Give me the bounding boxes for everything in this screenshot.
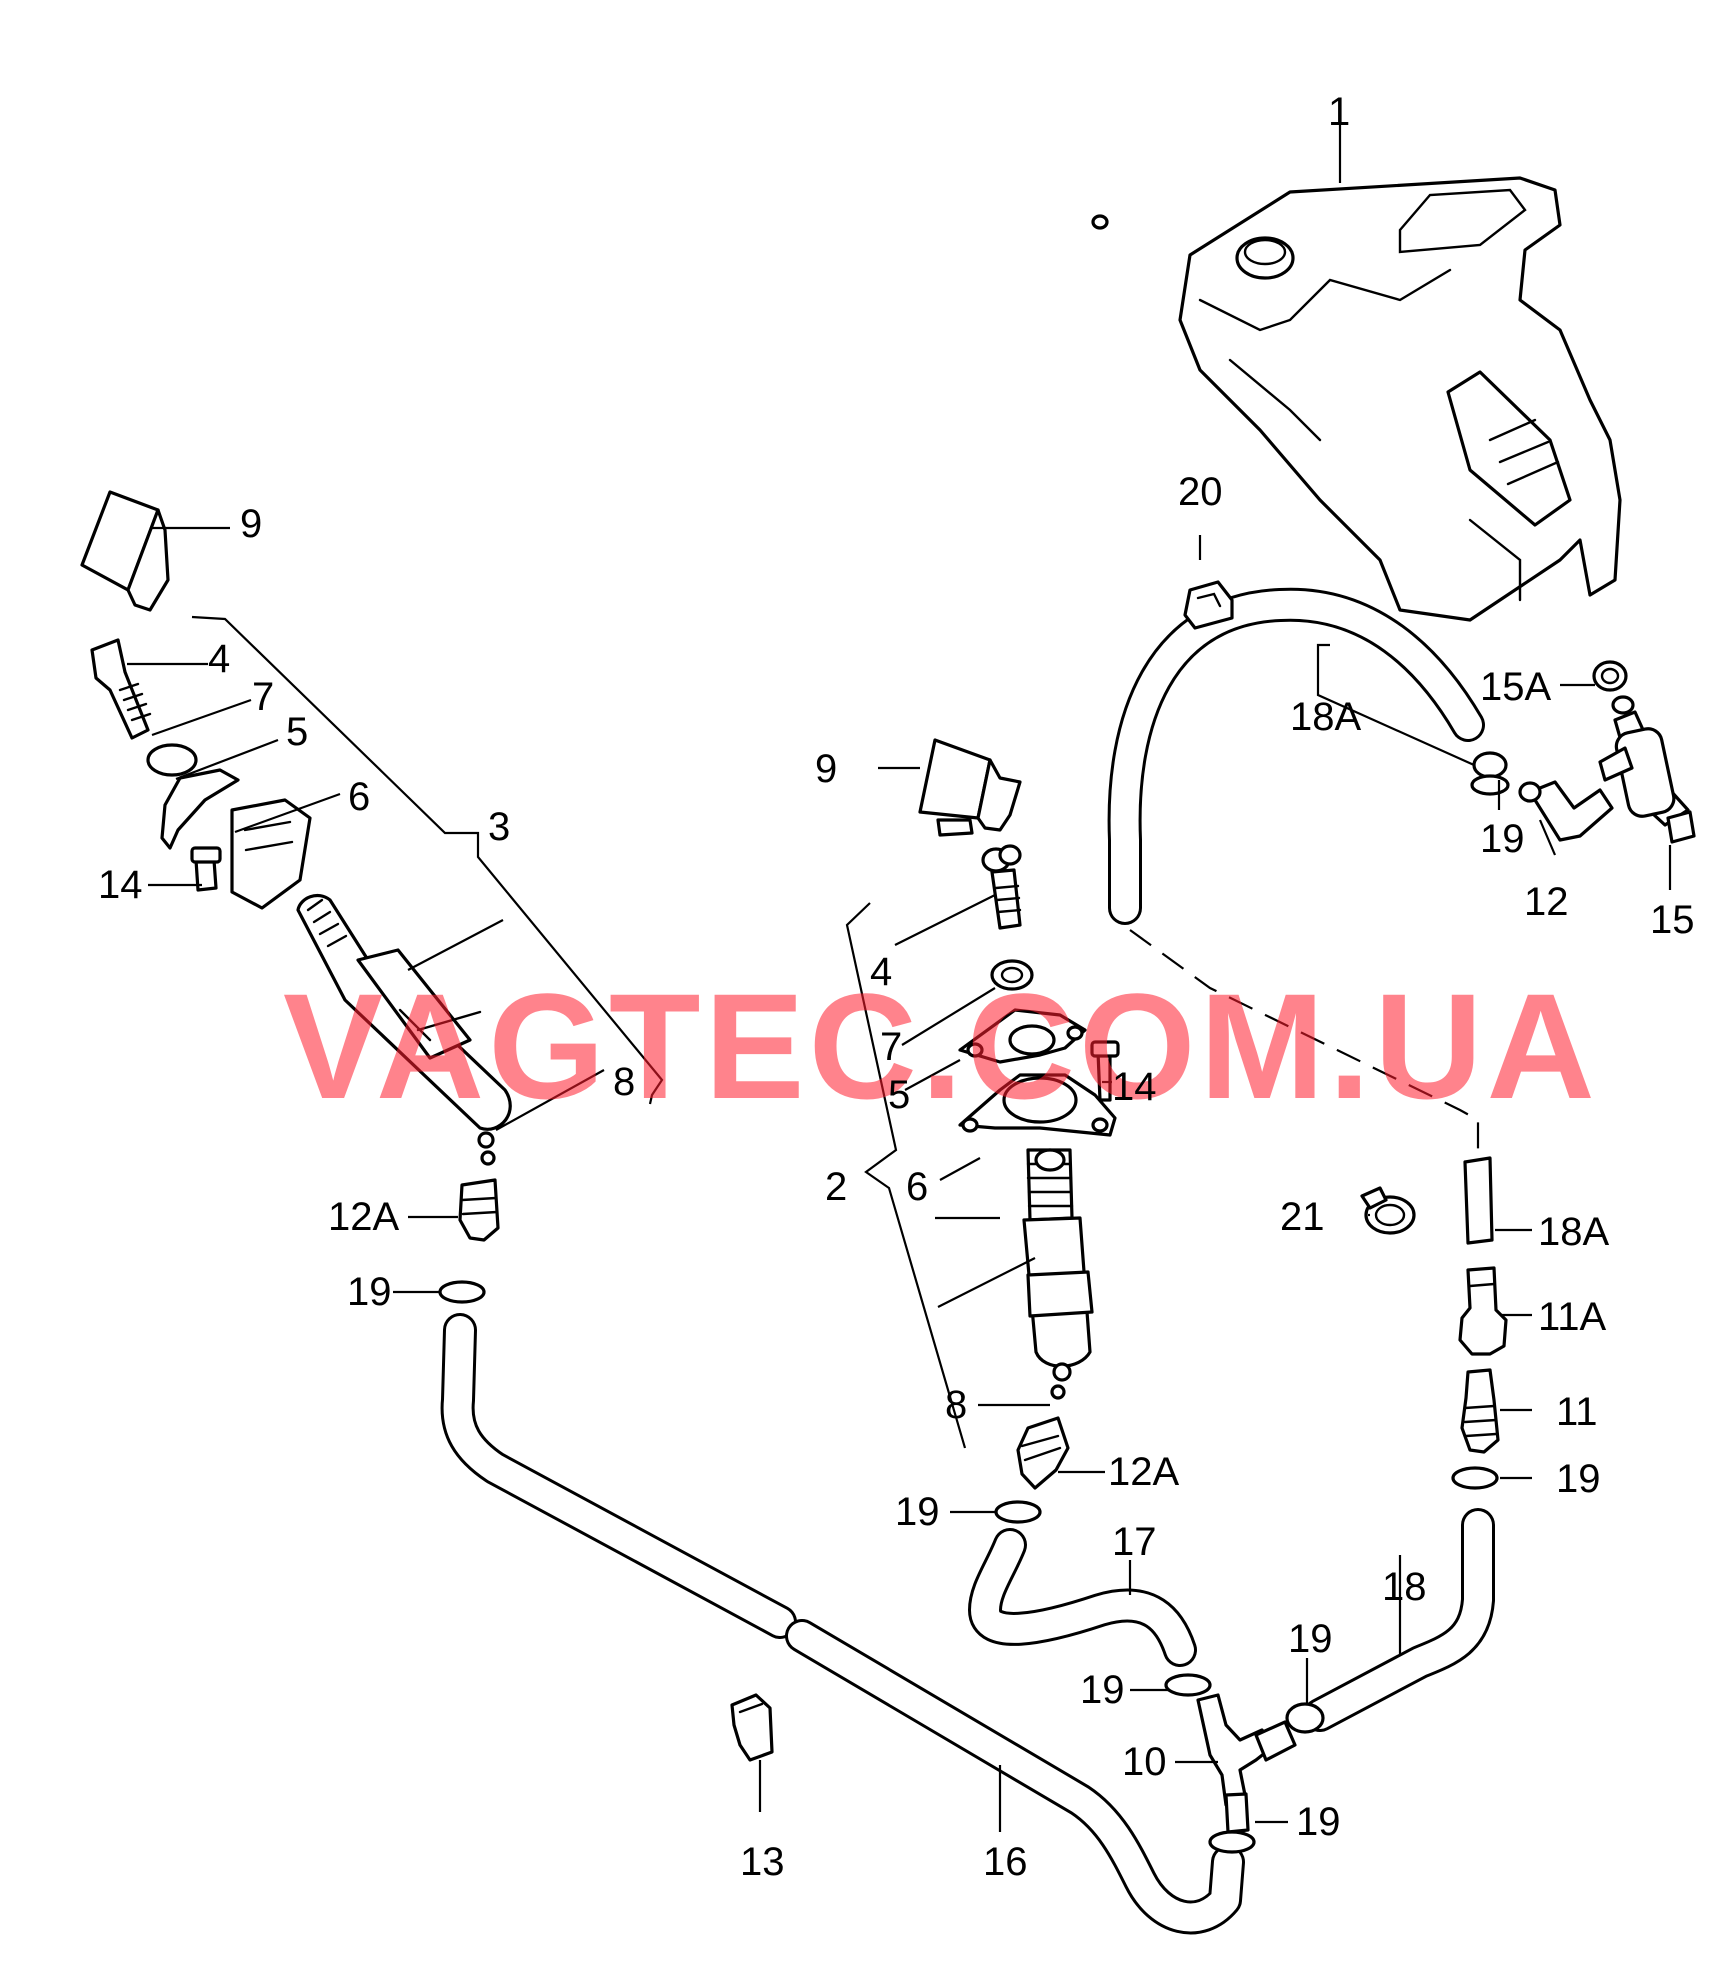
label-4-center: 4	[870, 950, 892, 994]
washer-pump	[1598, 695, 1696, 844]
label-18: 18	[1382, 1565, 1427, 1609]
label-18a-right: 18A	[1538, 1210, 1609, 1254]
left-check-valve	[458, 1178, 500, 1242]
check-valve-11	[1460, 1368, 1500, 1454]
label-15: 15	[1650, 898, 1695, 942]
connector-11a	[1458, 1266, 1508, 1356]
label-8-left: 8	[613, 1060, 635, 1104]
label-6-left: 6	[348, 775, 370, 819]
label-9-center: 9	[815, 747, 837, 791]
label-5-left: 5	[286, 710, 308, 754]
washer-fluid-reservoir	[1091, 176, 1622, 622]
hose-16	[440, 1313, 1245, 1935]
label-6-center: 6	[906, 1165, 928, 1209]
label-7-left: 7	[252, 675, 274, 719]
clip-13	[730, 1693, 774, 1762]
center-nozzle-jet	[981, 844, 1022, 930]
label-19-tee-top: 19	[1288, 1617, 1333, 1661]
label-13: 13	[740, 1840, 785, 1884]
label-11: 11	[1556, 1390, 1598, 1434]
label-19-left: 19	[347, 1270, 392, 1314]
label-12a-center: 12A	[1108, 1450, 1179, 1494]
label-14-center: 14	[1112, 1065, 1157, 1109]
label-8-center: 8	[945, 1383, 967, 1427]
center-nozzle-bracket	[958, 959, 1120, 1137]
label-5-center: 5	[888, 1073, 910, 1117]
watermark: VAGTEC.COM.UA	[283, 962, 1599, 1130]
label-19-top: 19	[1480, 817, 1525, 861]
label-1: 1	[1328, 90, 1350, 134]
label-3: 3	[488, 805, 510, 849]
label-9-left: 9	[240, 502, 262, 546]
part-labels: 1 20 18A 15A 19 12 15 9 4 7 5 6 3 14 8 1…	[98, 90, 1695, 1884]
pump-grommet	[1592, 660, 1628, 692]
hose-18a-short	[1463, 1156, 1494, 1245]
hose-18a-loop	[1107, 587, 1508, 925]
label-10: 10	[1122, 1740, 1167, 1784]
center-check-valve	[1016, 1416, 1070, 1490]
left-nozzle-jet	[90, 638, 152, 740]
center-telescopic-cylinder	[1022, 1148, 1094, 1400]
hose-18	[1303, 1508, 1495, 1732]
label-19-center: 19	[895, 1490, 940, 1534]
label-21: 21	[1280, 1195, 1325, 1239]
label-12: 12	[1524, 880, 1569, 924]
label-19-tee-left: 19	[1080, 1668, 1125, 1712]
dashed-connection	[1129, 929, 1480, 1158]
label-19-tee-bottom: 19	[1296, 1800, 1341, 1844]
label-16: 16	[983, 1840, 1028, 1884]
label-2: 2	[825, 1165, 847, 1209]
left-nozzle-cap	[80, 490, 170, 612]
label-14-left: 14	[98, 863, 143, 907]
label-20: 20	[1178, 470, 1223, 514]
left-nozzle-bracket	[146, 743, 312, 910]
label-12a-left: 12A	[328, 1195, 399, 1239]
label-18a-top: 18A	[1290, 695, 1361, 739]
clamp-21	[1360, 1186, 1416, 1235]
label-15a: 15A	[1480, 665, 1551, 709]
label-7-center: 7	[880, 1025, 902, 1069]
clip-20	[1183, 580, 1234, 630]
hose-17	[968, 1528, 1197, 1667]
center-nozzle-cap	[918, 738, 1022, 837]
label-17: 17	[1112, 1520, 1157, 1564]
left-telescopic-cylinder	[296, 894, 512, 1166]
tee-connector-10	[1196, 1693, 1297, 1834]
label-4-left: 4	[208, 637, 230, 681]
label-19-right: 19	[1556, 1457, 1601, 1501]
leader-lines	[127, 105, 1672, 1832]
elbow-connector	[1518, 780, 1614, 842]
label-11a: 11A	[1538, 1295, 1607, 1339]
